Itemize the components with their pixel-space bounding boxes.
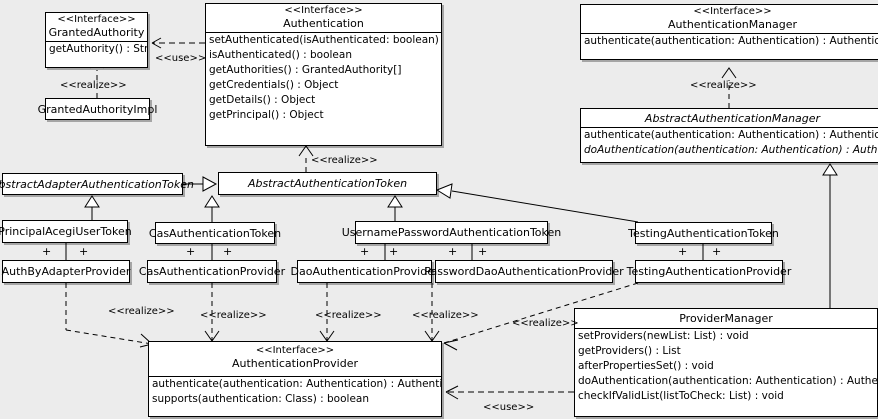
member-item: isAuthenticated() : boolean	[209, 49, 352, 61]
class-name: AbstractAuthenticationManager	[644, 112, 821, 125]
class-granted-authority-impl[interactable]: GrantedAuthorityImpl	[38, 98, 157, 120]
class-name: UsernamePasswordAuthenticationToken	[341, 226, 562, 239]
stereotype-label: <<Interface>>	[255, 345, 335, 356]
class-abstract-adapter-authentication-token[interactable]: AbstractAdapterAuthenticationToken	[0, 173, 194, 195]
class-header: <<Interface>> Authentication	[206, 4, 441, 32]
stereotype-label: <<Interface>>	[57, 14, 136, 25]
class-auth-by-adapter-provider[interactable]: AuthByAdapterProvider	[2, 260, 130, 283]
class-authentication-manager[interactable]: <<Interface>> AuthenticationManager auth…	[580, 4, 878, 60]
edge-label-use-granted-authority: <<use>>	[155, 53, 207, 64]
member-item: getCredentials() : Object	[209, 79, 339, 91]
edge-label-realize-granted-authority-impl: <<realize>>	[60, 80, 127, 91]
multiplicity-plus: +	[478, 245, 488, 258]
multiplicity-plus: +	[186, 245, 196, 258]
member-item: getAuthority() : String	[49, 43, 147, 55]
class-abstract-authentication-token[interactable]: AbstractAuthenticationToken	[218, 172, 437, 195]
class-header: <<Interface>> AuthenticationManager	[581, 5, 878, 33]
class-name: TestingAuthenticationProvider	[626, 265, 792, 278]
class-provider-manager[interactable]: ProviderManager setProviders(newList: Li…	[574, 308, 878, 417]
member-item: authenticate(authentication: Authenticat…	[152, 378, 441, 390]
class-abstract-authentication-manager[interactable]: AbstractAuthenticationManager authentica…	[580, 108, 878, 163]
multiplicity-plus: +	[223, 245, 233, 258]
class-principal-acegi-user-token[interactable]: PrincipalAcegiUserToken	[0, 220, 132, 243]
class-name: CasAuthenticationToken	[148, 226, 282, 240]
member-item: setProviders(newList: List) : void	[578, 330, 749, 342]
class-granted-authority[interactable]: <<Interface>> GrantedAuthority getAuthor…	[45, 12, 148, 68]
member-item: checkIfValidList(listToCheck: List) : vo…	[578, 390, 784, 402]
edge-label-realize-cas: <<realize>>	[200, 310, 267, 321]
class-name: AuthenticationManager	[668, 18, 797, 31]
members-compartment: authenticate(authentication: Authenticat…	[149, 376, 441, 407]
member-item: doAuthentication(authentication: Authent…	[584, 144, 878, 156]
edge-label-realize-authentication-manager: <<realize>>	[690, 80, 757, 91]
multiplicity-plus: +	[448, 245, 458, 258]
class-authentication-provider[interactable]: <<Interface>> AuthenticationProvider aut…	[148, 341, 442, 417]
edge-label-realize-abstract-authentication-token: <<realize>>	[311, 155, 378, 166]
edge-label-realize-dao: <<realize>>	[315, 310, 382, 321]
class-header: <<Interface>> AuthenticationProvider	[149, 342, 441, 372]
class-name: DaoAuthenticationProvider	[290, 265, 439, 278]
class-name: Authentication	[283, 17, 364, 30]
members-compartment: authenticate(authentication: Authenticat…	[581, 33, 878, 49]
member-item: setAuthenticated(isAuthenticated: boolea…	[209, 34, 441, 46]
class-name: AuthByAdapterProvider	[1, 265, 131, 278]
members-compartment: setProviders(newList: List) : void getPr…	[575, 328, 877, 404]
class-header: AbstractAuthenticationManager	[581, 109, 878, 127]
multiplicity-plus: +	[79, 245, 89, 258]
members-compartment: getAuthority() : String	[46, 41, 147, 57]
class-cas-authentication-token[interactable]: CasAuthenticationToken	[149, 222, 281, 244]
class-dao-authentication-provider[interactable]: DaoAuthenticationProvider	[291, 260, 439, 283]
stereotype-label: <<Interface>>	[693, 6, 772, 17]
class-password-dao-authentication-provider[interactable]: PasswordDaoAuthenticationProvider	[424, 260, 624, 283]
class-name: GrantedAuthority	[48, 26, 145, 39]
class-name: AbstractAuthenticationToken	[247, 177, 408, 190]
multiplicity-plus: +	[712, 245, 722, 258]
class-cas-authentication-provider[interactable]: CasAuthenticationProvider	[139, 260, 285, 283]
class-name: CasAuthenticationProvider	[138, 265, 286, 278]
class-name: PrincipalAcegiUserToken	[0, 225, 132, 238]
edge-label-realize-testing: <<realize>>	[512, 318, 579, 329]
class-name: GrantedAuthorityImpl	[37, 102, 158, 116]
multiplicity-plus: +	[42, 245, 52, 258]
class-name: ProviderManager	[679, 312, 773, 325]
member-item: authenticate(authentication: Authenticat…	[584, 129, 878, 141]
member-item: getProviders() : List	[578, 345, 681, 357]
member-item: authenticate(authentication: Authenticat…	[584, 35, 878, 47]
edge-label-realize-auth-by-adapter: <<realize>>	[108, 306, 175, 317]
edge-label-use-provider-manager: <<use>>	[483, 402, 535, 413]
multiplicity-plus: +	[360, 245, 370, 258]
class-authentication[interactable]: <<Interface>> Authentication setAuthenti…	[205, 3, 442, 146]
member-item: doAuthentication(authentication: Authent…	[578, 375, 877, 387]
member-item: getDetails() : Object	[209, 94, 316, 106]
members-compartment: setAuthenticated(isAuthenticated: boolea…	[206, 32, 441, 123]
member-item: supports(authentication: Class) : boolea…	[152, 393, 369, 405]
class-name: AuthenticationProvider	[231, 357, 359, 370]
class-username-password-authentication-token[interactable]: UsernamePasswordAuthenticationToken	[342, 221, 561, 244]
multiplicity-plus: +	[678, 245, 688, 258]
class-name: AbstractAdapterAuthenticationToken	[0, 177, 194, 191]
class-name: PasswordDaoAuthenticationProvider	[424, 265, 624, 278]
multiplicity-plus: +	[389, 245, 399, 258]
class-header: <<Interface>> GrantedAuthority	[46, 13, 147, 41]
edge-label-realize-password-dao: <<realize>>	[412, 310, 479, 321]
class-testing-authentication-token[interactable]: TestingAuthenticationToken	[628, 222, 779, 244]
class-header: ProviderManager	[575, 309, 877, 328]
stereotype-label: <<Interface>>	[284, 5, 363, 16]
members-compartment: authenticate(authentication: Authenticat…	[581, 127, 878, 158]
class-name: TestingAuthenticationToken	[628, 226, 779, 240]
class-testing-authentication-provider[interactable]: TestingAuthenticationProvider	[627, 260, 791, 283]
member-item: getPrincipal() : Object	[209, 109, 324, 121]
member-item: getAuthorities() : GrantedAuthority[]	[209, 64, 402, 76]
member-item: afterPropertiesSet() : void	[578, 360, 714, 372]
